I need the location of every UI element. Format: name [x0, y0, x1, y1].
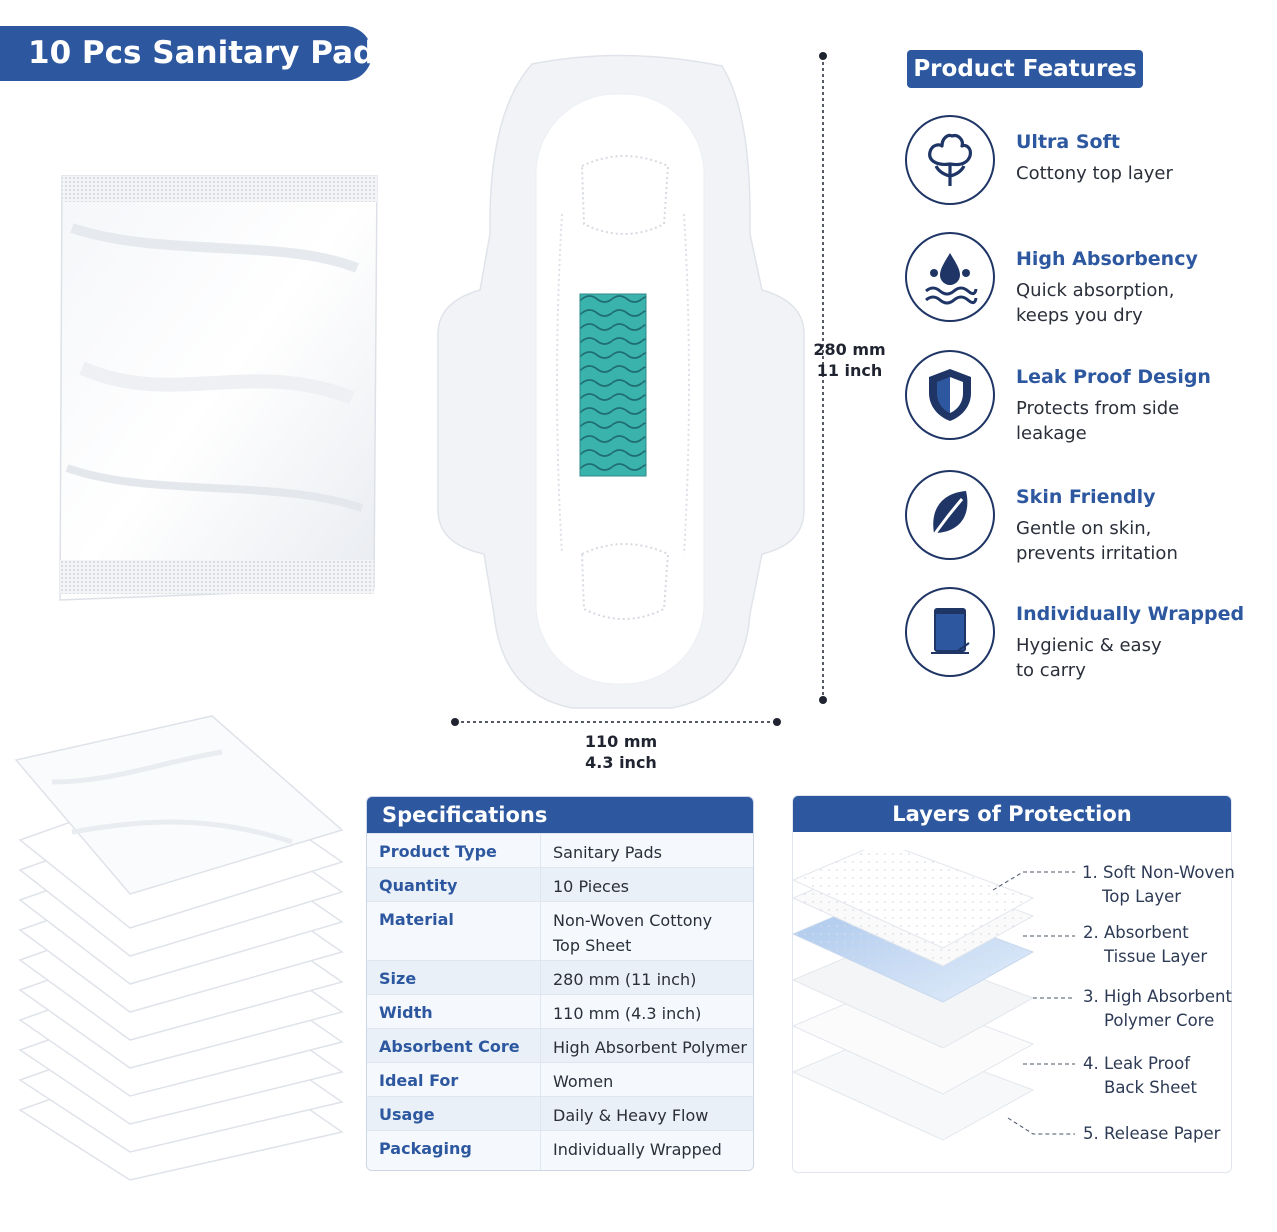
feature-description: Quick absorption, keeps you dry — [1016, 280, 1175, 326]
cotton-icon — [905, 115, 995, 205]
table-row: Material Non-Woven Cottony Top Sheet — [367, 901, 753, 960]
specifications-body: Product Type Sanitary Pads Quantity 10 P… — [367, 833, 753, 1170]
table-row: Absorbent Core High Absorbent Polymer — [367, 1028, 753, 1062]
height-label: 280 mm 11 inch — [813, 340, 886, 380]
feature-title: Individually Wrapped — [1016, 603, 1245, 625]
table-row: Usage Daily & Heavy Flow — [367, 1096, 753, 1130]
feature-title: Ultra Soft — [1016, 131, 1120, 153]
layer-label-5: 5. Release Paper — [1083, 1124, 1221, 1143]
feature-title: High Absorbency — [1016, 248, 1198, 270]
feature-description: Cottony top layer — [1016, 163, 1173, 184]
feature-individually-wrapped: Individually Wrapped Hygienic & easy to … — [905, 587, 1265, 687]
feature-skin-friendly: Skin Friendly Gentle on skin, prevents i… — [905, 470, 1265, 570]
table-row: Size 280 mm (11 inch) — [367, 960, 753, 994]
pad-stack-image — [14, 715, 344, 1181]
absorbent-core — [579, 293, 647, 477]
feature-title: Leak Proof Design — [1016, 366, 1211, 388]
page-title: 10 Pcs Sanitary Pads — [0, 26, 394, 81]
feature-high-absorbency: High Absorbency Quick absorption, keeps … — [905, 232, 1265, 332]
table-row: Quantity 10 Pieces — [367, 867, 753, 901]
specifications-heading: Specifications — [367, 797, 753, 833]
height-dimension-line — [819, 52, 827, 704]
wrapper-icon — [905, 587, 995, 677]
width-dimension-line — [451, 718, 781, 726]
feature-title: Skin Friendly — [1016, 486, 1156, 508]
sanitary-pad-image — [437, 54, 805, 709]
table-row: Product Type Sanitary Pads — [367, 833, 753, 867]
table-row: Ideal For Women — [367, 1062, 753, 1096]
feature-description: Hygienic & easy to carry — [1016, 635, 1162, 681]
water-drop-icon — [905, 232, 995, 322]
feature-ultra-soft: Ultra Soft Cottony top layer — [905, 115, 1265, 215]
wrapped-pad-package-image — [59, 175, 378, 601]
layer-label-2: 2. Absorbent Tissue Layer — [1083, 923, 1208, 966]
layers-heading: Layers of Protection — [793, 796, 1231, 832]
table-row: Width 110 mm (4.3 inch) — [367, 994, 753, 1028]
table-row: Packaging Individually Wrapped — [367, 1130, 753, 1170]
layer-label-1: 1. Soft Non-Woven Top Layer — [1082, 863, 1235, 906]
shield-icon — [905, 350, 995, 440]
layer-label-3: 3. High Absorbent Polymer Core — [1083, 987, 1232, 1030]
feature-description: Protects from side leakage — [1016, 398, 1180, 444]
feature-leak-proof: Leak Proof Design Protects from side lea… — [905, 350, 1265, 450]
layers-illustration — [793, 850, 1075, 1141]
feature-description: Gentle on skin, prevents irritation — [1016, 518, 1178, 564]
layer-label-4: 4. Leak Proof Back Sheet — [1083, 1054, 1198, 1097]
specifications-table: Specifications Product Type Sanitary Pad… — [366, 796, 754, 1171]
width-label: 110 mm 4.3 inch — [584, 732, 658, 772]
layers-panel: Layers of Protection — [792, 795, 1232, 1173]
leaf-icon — [905, 470, 995, 560]
features-heading: Product Features — [907, 50, 1143, 88]
